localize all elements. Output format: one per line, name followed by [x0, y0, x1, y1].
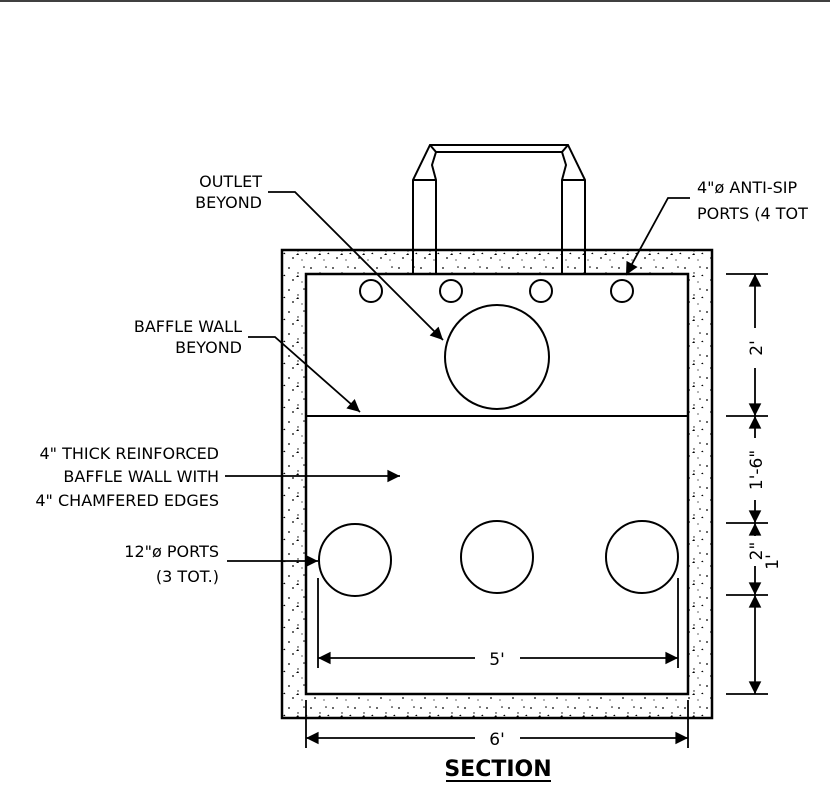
anti-siphon-ports — [359, 279, 634, 303]
dim-inner-width: 5' — [489, 650, 505, 670]
section-title: SECTION — [444, 757, 551, 782]
twelve-inch-ports — [318, 520, 679, 597]
label-baffle-beyond: BEYOND — [175, 338, 242, 357]
dim-port-vertical: 2" — [747, 542, 767, 561]
outlet-pipe — [412, 144, 586, 274]
outer-width-dimension — [305, 700, 689, 748]
dim-mid-vertical: 1'-6" — [747, 450, 767, 490]
label-outlet: OUTLET — [199, 172, 262, 191]
label-ports-total: (3 TOT.) — [156, 567, 219, 586]
outlet-opening — [444, 304, 550, 410]
annotations: OUTLET BEYOND 4"ø ANTI-SIP PORTS (4 TOT … — [35, 172, 808, 586]
label-baffle-wall: BAFFLE WALL — [134, 317, 242, 336]
label-chamfered: 4" CHAMFERED EDGES — [35, 491, 219, 510]
label-baffle-with: BAFFLE WALL WITH — [63, 467, 219, 486]
label-antisiphon: 4"ø ANTI-SIP — [697, 178, 797, 197]
vertical-dimensions — [726, 273, 768, 695]
vault-wall — [280, 248, 714, 720]
label-outlet-beyond: BEYOND — [195, 193, 262, 212]
dim-port-vertical-b: 1' — [763, 554, 783, 570]
label-thick: 4" THICK REINFORCED — [39, 444, 219, 463]
dim-outer-width: 6' — [489, 730, 505, 750]
label-ports: 12"ø PORTS — [124, 542, 219, 561]
label-antisiphon-ports: PORTS (4 TOT — [697, 204, 808, 223]
dim-top-vertical: 2' — [747, 340, 767, 356]
vertical-dimension-text: 2' 1'-6" 2" 1' — [747, 340, 783, 570]
inner-width-dimension — [317, 578, 679, 668]
leader-lines — [225, 191, 690, 568]
